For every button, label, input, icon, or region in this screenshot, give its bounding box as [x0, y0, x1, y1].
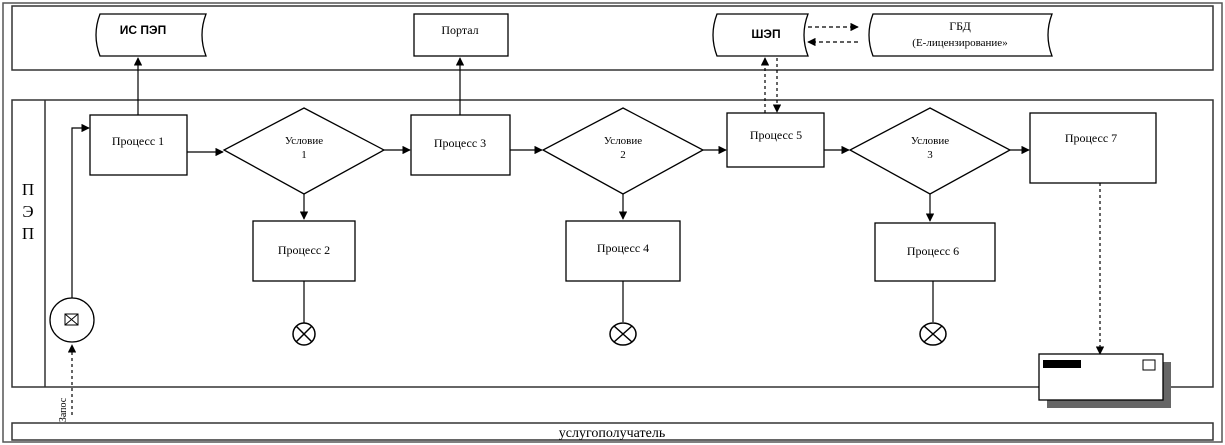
lane-label-letter-3: П: [22, 224, 34, 243]
process-4: Процесс 4: [565, 220, 681, 282]
process-6-label: Процесс 6: [907, 244, 959, 258]
process-1-label: Процесс 1: [112, 134, 164, 148]
process-5: Процесс 5: [726, 112, 825, 168]
lane-label-letter-2: Э: [22, 202, 33, 221]
process-6: Процесс 6: [874, 222, 996, 282]
gbd-label-line2: (Е-лицензирование»: [912, 37, 1007, 49]
result-document: [1038, 353, 1171, 408]
process-2: Процесс 2: [252, 220, 356, 282]
start-event: [49, 297, 95, 343]
end-cross-icon: [295, 325, 313, 343]
process-4-label: Процесс 4: [597, 241, 649, 255]
process-7-label: Процесс 7: [1065, 131, 1117, 145]
portal-label: Портал: [441, 23, 478, 37]
is-pep-label: ИС ПЭП: [120, 23, 166, 37]
process-2-label: Процесс 2: [278, 243, 330, 257]
condition-1-label-line1: Условие: [285, 135, 323, 147]
recipient-lane: [11, 422, 1214, 441]
is-pep-system: ИС ПЭП: [95, 13, 207, 57]
process-3-label: Процесс 3: [434, 136, 486, 150]
condition-2-label-line2: 2: [620, 149, 626, 161]
condition-2: Условие 2: [541, 107, 705, 195]
process-3: Процесс 3: [410, 114, 511, 176]
condition-1: Условие 1: [222, 107, 386, 195]
shep-label: ШЭП: [751, 27, 780, 41]
condition-2-label-line1: Условие: [604, 135, 642, 147]
pep-pool: [11, 99, 1214, 388]
start-to-p1-flow: [71, 123, 90, 298]
end-cross-icon: [923, 325, 943, 343]
request-label: Запос: [58, 397, 69, 422]
condition-3-label-line2: 3: [927, 149, 933, 161]
condition-1-label-line2: 1: [301, 149, 307, 161]
process-5-label: Процесс 5: [750, 128, 802, 142]
recipient-lane-label: услугополучатель: [559, 426, 665, 441]
envelope-icon: [64, 313, 79, 326]
shep-system: ШЭП: [712, 13, 809, 57]
portal-system: Портал: [413, 13, 509, 57]
gbd-label-line1: ГБД: [949, 19, 971, 33]
end-cross-icon: [613, 325, 633, 343]
gbd-system: ГБД (Е-лицензирование»: [868, 13, 1053, 57]
end-event-3: [919, 322, 947, 346]
systems-pool: [11, 5, 1214, 71]
end-event-1: [292, 322, 316, 346]
end-event-2: [609, 322, 637, 346]
lane-label-letter-1: П: [22, 180, 34, 199]
process-1: Процесс 1: [89, 114, 188, 176]
condition-3: Условие 3: [848, 107, 1012, 195]
process-7: Процесс 7: [1029, 112, 1157, 184]
condition-3-label-line1: Условие: [911, 135, 949, 147]
